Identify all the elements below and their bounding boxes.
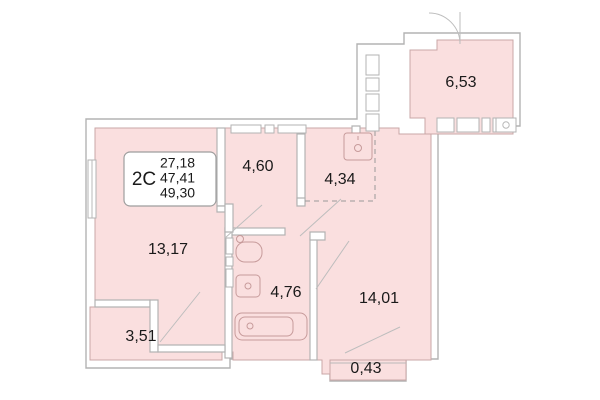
wall-bedroom-top xyxy=(309,231,326,241)
area-labels: 13,17 4,60 4,34 4,76 14,01 6,53 3,51 0,4… xyxy=(125,74,476,377)
balcony-lower-right xyxy=(329,359,407,381)
area-label-living-room: 13,17 xyxy=(148,241,188,258)
bathtub-fixture xyxy=(234,312,308,341)
door-bedroom xyxy=(315,240,350,290)
door-living-corridor xyxy=(159,291,201,343)
area-label-balcony-lower-left: 3,51 xyxy=(125,328,156,345)
toilet-fixture xyxy=(235,235,263,263)
window-left-wall xyxy=(87,159,97,219)
area-label-bedroom: 14,01 xyxy=(359,290,399,307)
badge-area-line-1: 27,18 xyxy=(160,155,195,171)
washbasin-fixture xyxy=(235,274,261,298)
window-balcony-left xyxy=(365,54,380,132)
door-living-hall xyxy=(224,204,263,239)
window-balcony-bottom xyxy=(436,117,517,133)
window-bathroom-niche xyxy=(225,237,234,288)
wall-living-step xyxy=(94,299,151,308)
wall-hall-kitchen xyxy=(296,133,306,205)
internal-walls xyxy=(94,125,361,361)
wall-bathroom-right xyxy=(309,237,318,361)
area-label-hall: 4,60 xyxy=(242,158,273,175)
wall-kitchen-bottom xyxy=(296,197,306,207)
kitchen-sink-fixture xyxy=(343,132,373,161)
windows xyxy=(87,54,517,288)
outer-wall-outline xyxy=(85,32,521,382)
apartment-type-badge: 2C 27,18 47,41 49,30 xyxy=(123,151,217,207)
area-label-kitchen: 4,34 xyxy=(324,171,355,188)
window-hall-top xyxy=(230,124,307,134)
badge-type-label: 2C xyxy=(132,169,156,190)
area-label-balcony-lower-right: 0,43 xyxy=(350,360,381,377)
area-label-balcony-upper: 6,53 xyxy=(445,74,476,91)
fixtures xyxy=(234,132,373,341)
wall-corridor xyxy=(224,203,234,233)
wall-bathroom-top xyxy=(224,227,286,236)
wall-living-hall xyxy=(216,127,226,207)
door-bedroom-balcony xyxy=(344,326,401,354)
door-hall-kitchen xyxy=(299,198,342,237)
door-balcony xyxy=(428,12,461,45)
area-label-bathroom: 4,76 xyxy=(270,284,301,301)
badge-area-line-3: 49,30 xyxy=(160,185,195,201)
room-area-balcony-upper xyxy=(409,39,514,135)
badge-area-line-2: 47,41 xyxy=(160,170,195,186)
doors xyxy=(159,12,461,354)
